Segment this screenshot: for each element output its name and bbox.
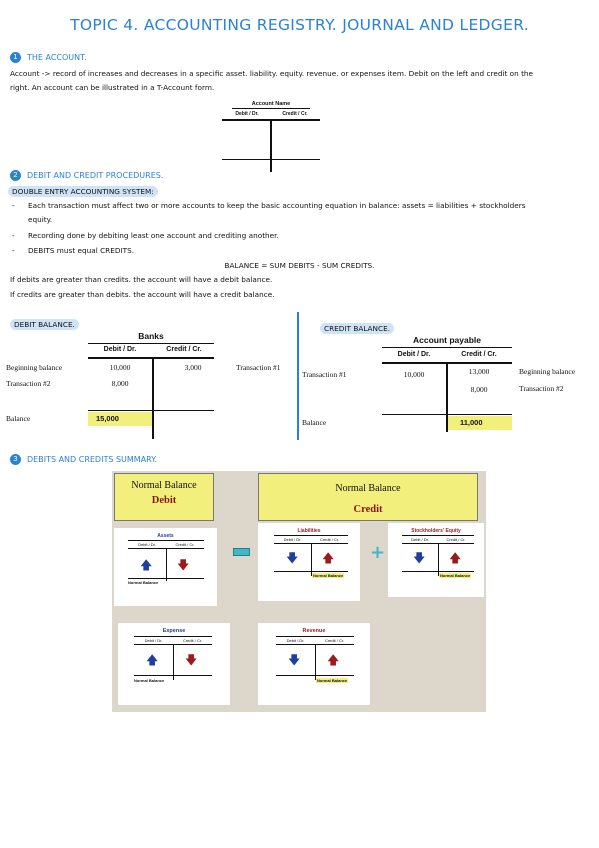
- banks-balance-value: 15,000: [88, 412, 152, 426]
- bullet-1-continued: equity.: [28, 215, 53, 224]
- equity-normal-balance: Normal Balance: [439, 573, 472, 578]
- normal-credit-line2: Credit: [353, 504, 383, 515]
- section-1-text-2: right. An account can be illustrated in …: [10, 83, 215, 92]
- banks-row1-label: Beginning balance: [6, 363, 63, 372]
- assets-normal-balance: Normal Balance: [128, 580, 159, 585]
- credit-balance-label: CREDIT BALANCE.: [320, 322, 395, 335]
- banks-row1-right: Transaction #1: [236, 363, 281, 372]
- section-3-title: DEBITS AND CREDITS SUMMARY.: [27, 455, 158, 464]
- revenue-cr: Credit / Cr.: [324, 638, 345, 643]
- rule-debit: If debits are greater than credits. the …: [10, 275, 273, 284]
- liabilities-card: Liabilities Debit / Dr. Credit / Cr. 🡇 🡅…: [258, 523, 360, 601]
- bullet-1: Each transaction must affect two or more…: [12, 199, 588, 212]
- normal-credit-line1: Normal Balance: [335, 483, 401, 494]
- banks-balance-label: Balance: [6, 414, 31, 423]
- ap-debit-header: Debit / Dr.: [397, 351, 431, 358]
- banks-credit-header: Credit / Cr.: [166, 346, 202, 353]
- ap-credit-header: Credit / Cr.: [461, 351, 497, 358]
- summary-diagram: Normal Balance Debit Normal Balance Cred…: [112, 471, 486, 712]
- section-1-text-1: Account -> record of increases and decre…: [10, 69, 534, 78]
- liabilities-cr: Credit / Cr.: [319, 537, 340, 542]
- equity-debit-down-arrow-icon: 🡇: [413, 551, 426, 565]
- banks-debit-header: Debit / Dr.: [103, 346, 137, 353]
- section-1-heading: 1 THE ACCOUNT.: [10, 52, 87, 63]
- accounts-payable-t-account: Account payable Debit / Dr. Credit / Cr.…: [300, 334, 595, 444]
- revenue-title: Revenue: [302, 628, 326, 634]
- assets-credit-down-arrow-icon: 🡇: [177, 558, 190, 572]
- debit-balance-label: DEBIT BALANCE.: [10, 318, 79, 331]
- revenue-debit-down-arrow-icon: 🡇: [288, 653, 301, 667]
- page-title: TOPIC 4. ACCOUNTING REGISTRY. JOURNAL AN…: [70, 16, 529, 34]
- revenue-dr: Debit / Dr.: [286, 638, 305, 643]
- expense-credit-down-arrow-icon: 🡇: [185, 653, 198, 667]
- examples-divider: [297, 312, 299, 440]
- banks-t-account: Banks Debit / Dr. Credit / Cr. Beginning…: [0, 330, 295, 440]
- plus-symbol: +: [370, 542, 386, 563]
- expense-debit-up-arrow-icon: 🡅: [146, 653, 159, 667]
- section-2-heading: 2 DEBIT AND CREDIT PROCEDURES.: [10, 170, 163, 181]
- normal-debit-line2: Debit: [151, 495, 177, 506]
- bullet-3: DEBITS must equal CREDITS.: [12, 244, 134, 257]
- equity-credit-up-arrow-icon: 🡅: [449, 551, 462, 565]
- expense-cr: Credit / Cr.: [182, 638, 203, 643]
- equity-card: Stockholders' Equity Debit / Dr. Credit …: [388, 523, 484, 597]
- t-account-name: Account Name: [251, 101, 291, 107]
- liabilities-normal-balance: Normal Balance: [312, 573, 345, 578]
- revenue-card: Revenue Debit / Dr. Credit / Cr. 🡇 🡅 Nor…: [258, 623, 370, 705]
- ap-balance-value: 11,000: [448, 416, 512, 430]
- double-entry-subheading: DOUBLE ENTRY ACCOUNTING SYSTEM:: [8, 185, 158, 198]
- bullet-2: Recording done by debiting least one acc…: [12, 229, 279, 242]
- ap-row2-right: Transaction #2: [519, 384, 564, 393]
- ap-row1-debit: 10,000: [403, 370, 425, 379]
- assets-debit-up-arrow-icon: 🡅: [140, 558, 153, 572]
- ap-row1-credit: 13,000: [468, 367, 490, 376]
- t-account-debit-header: Debit / Dr.: [235, 111, 259, 117]
- ap-row2-credit: 8,000: [470, 385, 488, 394]
- section-1-number: 1: [10, 52, 21, 63]
- normal-balance-debit-box: Normal Balance Debit: [114, 473, 214, 521]
- liabilities-dr: Debit / Dr.: [283, 537, 302, 542]
- liabilities-debit-down-arrow-icon: 🡇: [286, 551, 299, 565]
- assets-cr: Credit / Cr.: [175, 542, 195, 547]
- ap-account-name: Account payable: [412, 335, 482, 345]
- rule-credit: If credits are greater than debits. the …: [10, 290, 275, 299]
- revenue-normal-balance: Normal Balance: [316, 678, 349, 683]
- banks-account-name: Banks: [138, 331, 164, 341]
- normal-balance-credit-box: Normal Balance Credit: [258, 473, 478, 521]
- section-3-number: 3: [10, 454, 21, 465]
- ap-row1-left: Transaction #1: [302, 370, 347, 379]
- t-account-credit-header: Credit / Cr.: [282, 111, 308, 117]
- expense-card: Expense Debit / Dr. Credit / Cr. 🡅 🡇 Nor…: [118, 623, 230, 705]
- liabilities-credit-up-arrow-icon: 🡅: [322, 551, 335, 565]
- revenue-credit-up-arrow-icon: 🡅: [327, 653, 340, 667]
- equity-dr: Debit / Dr.: [411, 537, 429, 542]
- banks-row2-debit: 8,000: [111, 379, 129, 388]
- t-account-diagram: Account Name Debit / Dr. Credit / Cr.: [222, 100, 320, 172]
- equals-symbol: [233, 548, 250, 556]
- equity-title: Stockholders' Equity: [411, 528, 461, 534]
- balance-formula: BALANCE = SUM DEBITS - SUM CREDITS.: [224, 261, 375, 270]
- banks-row2-label: Transaction #2: [6, 379, 51, 388]
- expense-normal-balance: Normal Balance: [134, 678, 165, 683]
- normal-debit-line1: Normal Balance: [131, 480, 197, 491]
- ap-row1-right: Beginning balance: [519, 367, 576, 376]
- assets-card: Assets Debit / Dr. Credit / Cr. 🡅 🡇 Norm…: [114, 528, 217, 606]
- liabilities-title: Liabilities: [297, 528, 321, 534]
- ap-balance-label: Balance: [302, 418, 327, 427]
- banks-row1-credit: 3,000: [184, 363, 202, 372]
- section-1-title: THE ACCOUNT.: [27, 53, 87, 62]
- expense-title: Expense: [162, 628, 186, 634]
- assets-dr: Debit / Dr.: [138, 542, 156, 547]
- section-2-title: DEBIT AND CREDIT PROCEDURES.: [27, 171, 164, 180]
- banks-row1-debit: 10,000: [109, 363, 131, 372]
- equity-cr: Credit / Cr.: [446, 537, 466, 542]
- section-2-number: 2: [10, 170, 21, 181]
- assets-title: Assets: [157, 533, 174, 539]
- expense-dr: Debit / Dr.: [144, 638, 163, 643]
- section-3-heading: 3 DEBITS AND CREDITS SUMMARY.: [10, 454, 157, 465]
